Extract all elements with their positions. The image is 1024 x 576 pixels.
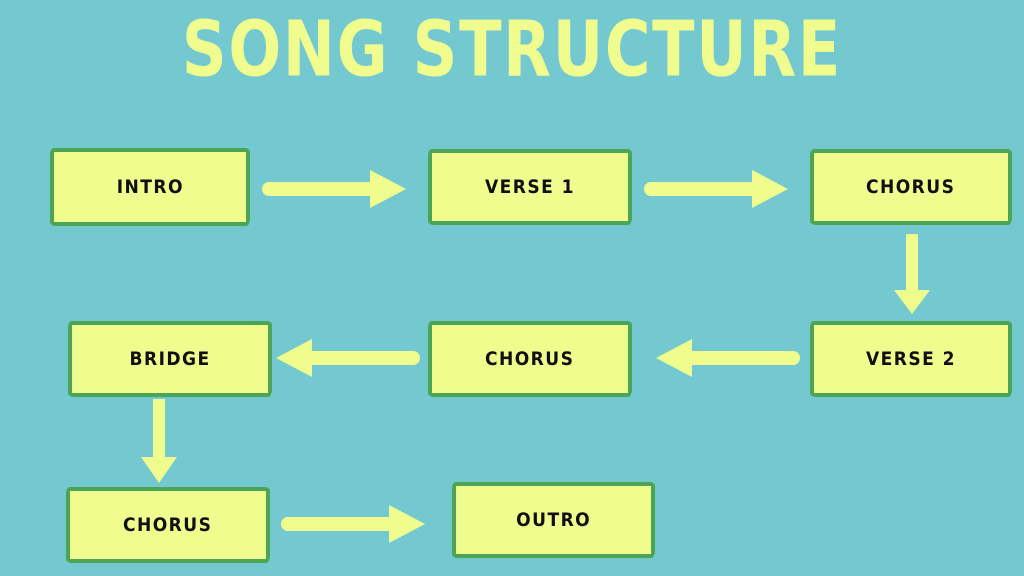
node-outro[interactable]: OUTRO <box>452 482 655 558</box>
page-title: SONG STRUCTURE <box>181 4 843 95</box>
node-label: INTRO <box>116 176 184 198</box>
node-label: CHORUS <box>485 348 575 370</box>
node-label: BRIDGE <box>129 348 211 370</box>
arrow-chorus1-to-verse2 <box>894 234 930 314</box>
node-chorus-3[interactable]: CHORUS <box>66 487 270 563</box>
node-bridge[interactable]: BRIDGE <box>68 321 272 397</box>
node-label: VERSE 2 <box>865 348 956 370</box>
node-label: VERSE 1 <box>484 176 575 198</box>
arrow-verse2-to-chorus2 <box>656 339 800 377</box>
node-label: CHORUS <box>866 176 956 198</box>
node-label: CHORUS <box>123 514 213 536</box>
node-chorus-2[interactable]: CHORUS <box>428 321 632 397</box>
node-verse2[interactable]: VERSE 2 <box>810 321 1012 397</box>
arrow-bridge-to-chorus3 <box>141 399 177 483</box>
arrow-chorus3-to-outro <box>281 505 425 543</box>
node-verse1[interactable]: VERSE 1 <box>428 149 632 225</box>
arrow-intro-to-verse1 <box>262 170 406 208</box>
arrow-verse1-to-chorus1 <box>644 170 788 208</box>
node-chorus-1[interactable]: CHORUS <box>810 149 1012 225</box>
node-intro[interactable]: INTRO <box>50 148 250 226</box>
arrow-chorus2-to-bridge <box>276 339 420 377</box>
node-label: OUTRO <box>515 509 591 531</box>
